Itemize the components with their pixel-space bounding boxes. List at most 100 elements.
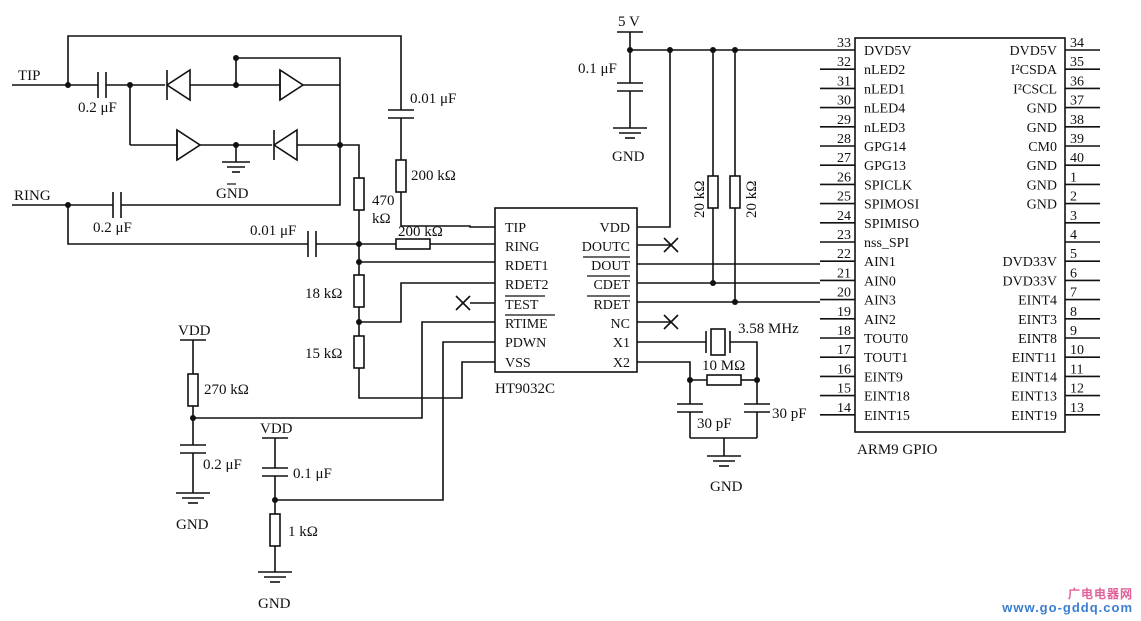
ht-pin-rdet: RDET	[593, 298, 630, 313]
arm9-left-pin-number: 17	[837, 343, 851, 358]
r-10m-label: 10 MΩ	[702, 358, 745, 374]
arm9-right-pin-name: EINT3	[1018, 313, 1057, 328]
arm9-right-pin-name: GND	[1027, 178, 1057, 193]
arm9-right-pin-number: 6	[1070, 266, 1077, 281]
arm9-left-pin-name: SPIMOSI	[864, 198, 920, 213]
arm9-right-pin-number: 2	[1070, 190, 1077, 205]
arm9-left-pin-name: nss_SPI	[864, 236, 909, 251]
arm9-right-pin-number: 7	[1070, 286, 1077, 301]
c-tip-label: 0.2 μF	[78, 100, 117, 116]
arm9-right-pin-name: EINT11	[1012, 351, 1057, 366]
ht9032-right-wiring: 20 kΩ 20 kΩ 3.58 MHz 10 MΩ 30 pF 30 pF	[637, 47, 820, 495]
five-v-label: 5 V	[618, 14, 640, 30]
arm9-right-pin-name: DVD33V	[1003, 274, 1057, 289]
r-200k-h-label: 200 kΩ	[398, 224, 443, 240]
ht-pin-ring: RING	[505, 240, 539, 255]
ring-label: RING	[14, 188, 51, 204]
vdd-label-2: VDD	[260, 421, 293, 437]
input-network: TIP 0.2 μF GND	[12, 35, 495, 399]
arm9-left-pin-number: 26	[837, 170, 851, 185]
arm9-left-pin-name: TOUT0	[864, 332, 908, 347]
arm9-right-pin-name: I²CSDA	[1011, 63, 1058, 78]
arm9-right-pin-number: 36	[1070, 74, 1084, 89]
arm9-left-pin-name: nLED1	[864, 82, 905, 97]
crystal-label: 3.58 MHz	[738, 321, 799, 337]
r-470k-b-label: kΩ	[372, 211, 391, 227]
r-20k-a-label: 20 kΩ	[692, 181, 708, 218]
arm9-right-pin-name: GND	[1027, 102, 1057, 117]
arm9-right-pin-number: 1	[1070, 170, 1077, 185]
arm9-right-pin-number: 13	[1070, 401, 1084, 416]
arm9-left-pin-name: EINT9	[864, 370, 903, 385]
gnd-label-4: GND	[612, 149, 645, 165]
arm9-left-pin-number: 30	[837, 94, 851, 109]
ht-pin-test: TEST	[505, 298, 539, 313]
r-270k-label: 270 kΩ	[204, 382, 249, 398]
ht-pin-vss: VSS	[505, 356, 531, 371]
arm9-gpio-chip: ARM9 GPIO 33DVD5V32nLED231nLED130nLED429…	[820, 36, 1100, 458]
arm9-left-pin-number: 32	[837, 55, 851, 70]
arm9-left-pin-number: 19	[837, 305, 851, 320]
arm9-right-pin-number: 3	[1070, 209, 1077, 224]
arm9-left-pin-number: 22	[837, 247, 851, 262]
watermark: 广电电器网 www.go-gddq.com	[1002, 586, 1133, 615]
ht9032c-chip: HT9032C TIP RING RDET1 RDET2 TEST RTIME …	[494, 207, 638, 397]
arm9-right-pin-name: EINT4	[1018, 294, 1057, 309]
arm9-right-pin-number: 9	[1070, 324, 1077, 339]
arm9-left-pin-number: 33	[837, 36, 851, 51]
supply-5v: 5 V 0.1 μF GND	[578, 14, 820, 165]
c-5v-label: 0.1 μF	[578, 61, 617, 77]
ht-pin-vdd: VDD	[600, 221, 630, 236]
arm9-right-pin-number: 5	[1070, 247, 1077, 262]
arm9-right-pin-name: EINT13	[1011, 390, 1057, 405]
arm9-left-pin-name: nLED4	[864, 102, 905, 117]
arm9-right-pin-number: 35	[1070, 55, 1084, 70]
r-200k-v-label: 200 kΩ	[411, 168, 456, 184]
arm9-right-pin-number: 10	[1070, 343, 1084, 358]
r-20k-b-label: 20 kΩ	[744, 181, 760, 218]
r-470k-a-label: 470	[372, 193, 395, 209]
arm9-right-pin-name: GND	[1027, 198, 1057, 213]
tip-label: TIP	[18, 68, 41, 84]
arm9-left-pin-name: AIN0	[864, 274, 896, 289]
arm9-left-pin-number: 29	[837, 113, 851, 128]
arm9-left-pin-number: 15	[837, 382, 851, 397]
gnd-label-1: GND	[176, 517, 209, 533]
arm9-left-pin-number: 23	[837, 228, 851, 243]
arm9-left-pin-number: 16	[837, 362, 851, 377]
arm9-right-pin-number: 11	[1070, 362, 1083, 377]
gnd-label-3: GND	[710, 479, 743, 495]
c-x1-label: 30 pF	[697, 416, 732, 432]
arm9-left-pin-name: EINT15	[864, 409, 910, 424]
watermark-line2: www.go-gddq.com	[1002, 599, 1133, 615]
arm9-left-pin-number: 28	[837, 132, 851, 147]
ht-pin-rdet2: RDET2	[505, 278, 549, 293]
arm9-right-pin-name: DVD33V	[1003, 255, 1057, 270]
arm9-left-pin-name: SPIMISO	[864, 217, 919, 232]
gnd-label-2: GND	[258, 596, 291, 612]
arm9-left-pin-number: 20	[837, 286, 851, 301]
c-pdwn-label: 0.1 μF	[293, 466, 332, 482]
arm9-right-pin-name: I²CSCL	[1013, 82, 1057, 97]
arm9-right-pin-number: 37	[1070, 94, 1084, 109]
arm9-left-pin-name: SPICLK	[864, 178, 912, 193]
arm9-left-pin-name: nLED2	[864, 63, 905, 78]
ht-pin-rdet1: RDET1	[505, 259, 549, 274]
bias-network: VDD 270 kΩ 0.2 μF GND VDD 0.1 μF 1 kΩ GN…	[176, 321, 495, 612]
c-001-ring-label: 0.01 μF	[250, 223, 296, 239]
r-18k-label: 18 kΩ	[305, 286, 342, 302]
watermark-line1: 广电电器网	[1067, 586, 1133, 601]
c-ring-label: 0.2 μF	[93, 220, 132, 236]
r-15k-label: 15 kΩ	[305, 346, 342, 362]
arm9-right-pin-name: GND	[1027, 159, 1057, 174]
arm9-left-pin-name: GPG14	[864, 140, 906, 155]
arm9-right-pin-name: CM0	[1028, 140, 1057, 155]
arm9-right-pin-number: 38	[1070, 113, 1084, 128]
arm9-right-pin-name: GND	[1027, 121, 1057, 136]
arm9-right-pin-name: EINT19	[1011, 409, 1057, 424]
arm9-right-pin-number: 4	[1070, 228, 1077, 243]
arm9-left-pin-name: AIN1	[864, 255, 896, 270]
arm9-right-pin-name: EINT8	[1018, 332, 1057, 347]
ht-pin-doutc: DOUTC	[582, 240, 630, 255]
